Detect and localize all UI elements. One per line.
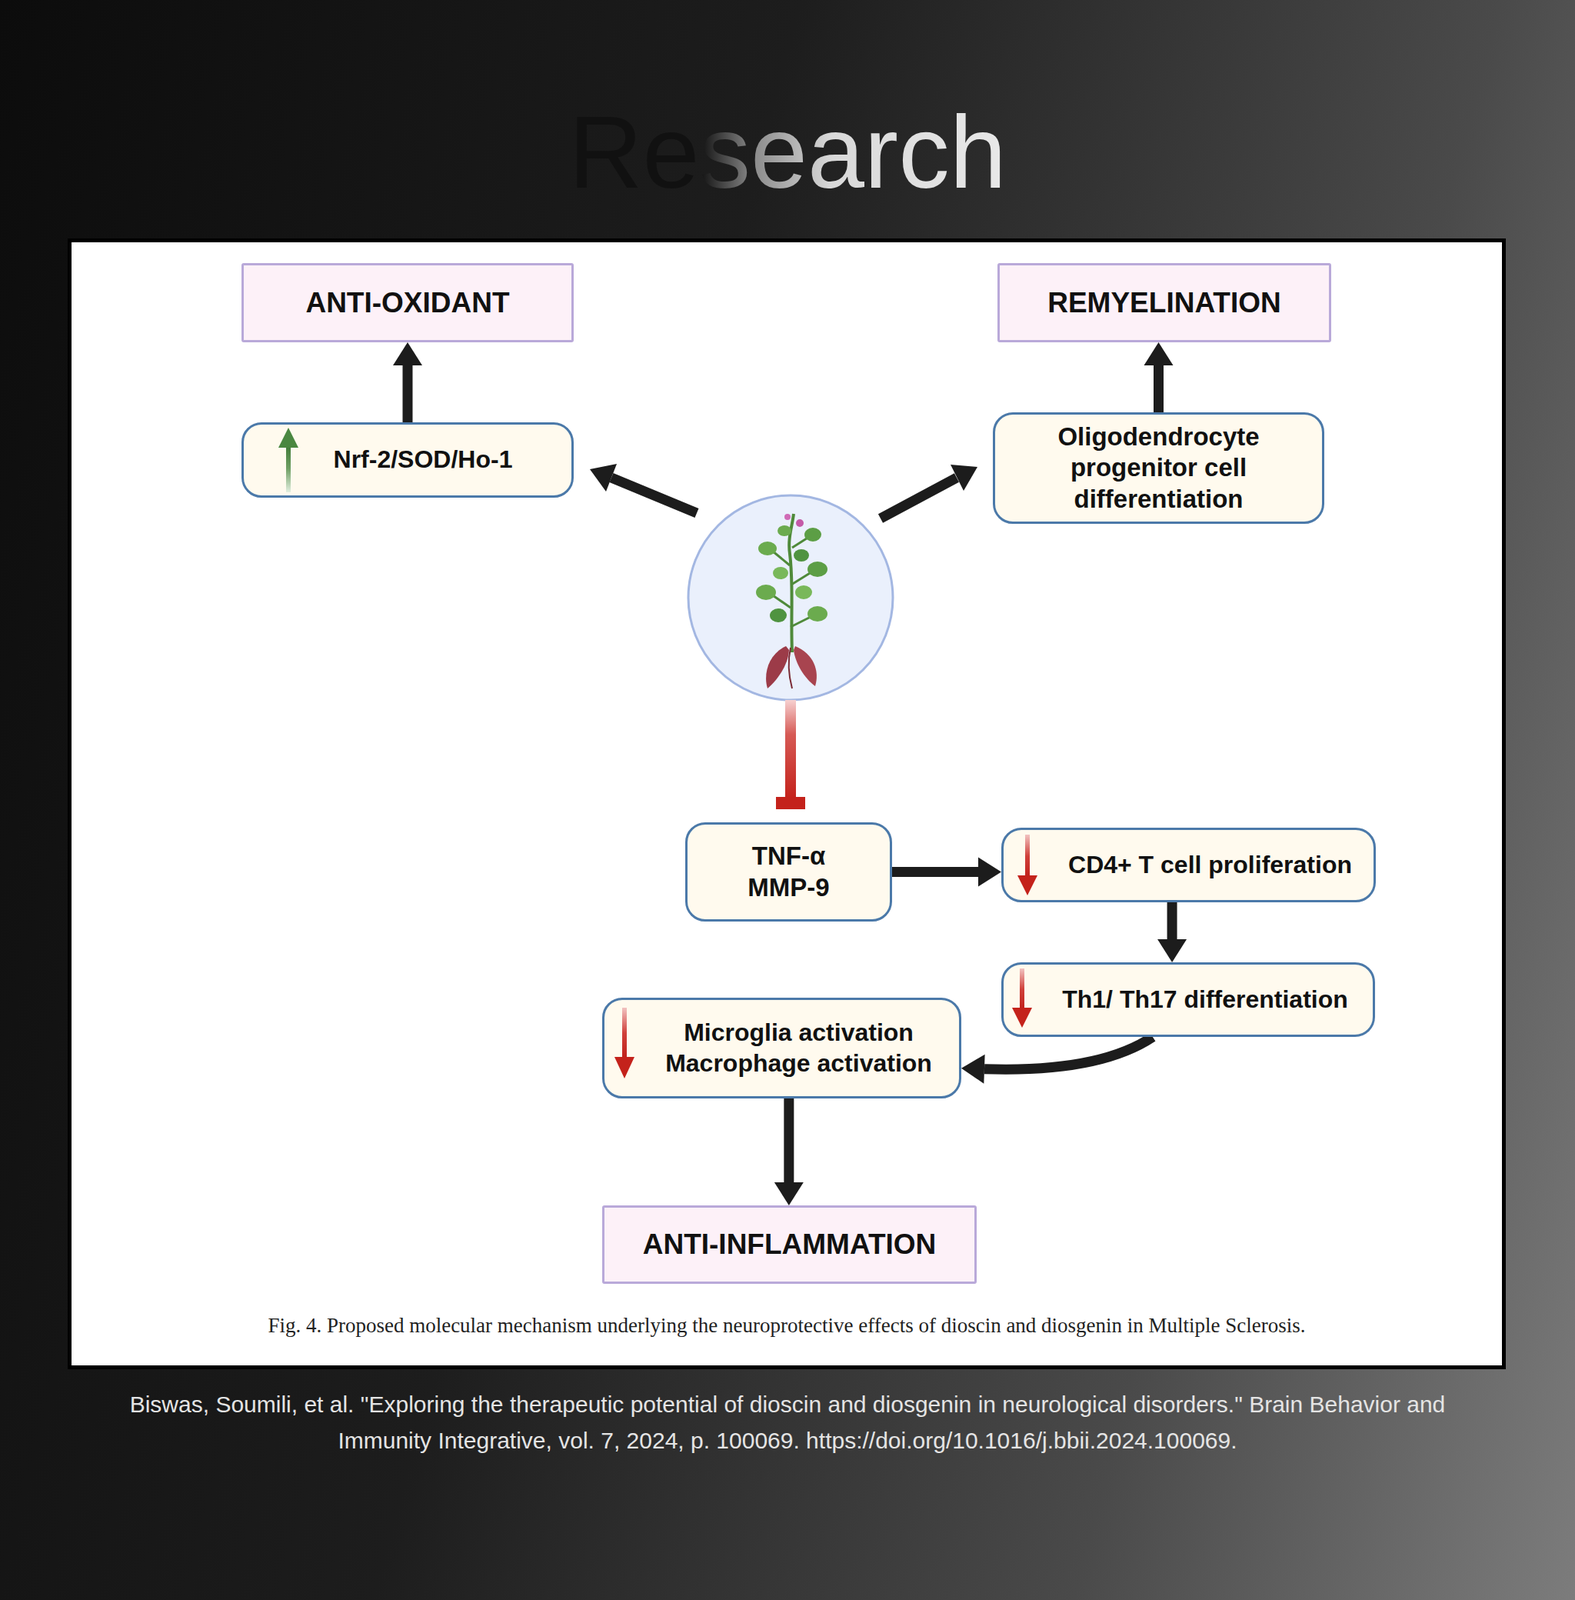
flow-arrow [892, 857, 1002, 887]
leader-arrow [880, 464, 978, 519]
outcome-box: REMYELINATION [997, 263, 1332, 343]
leader-arrow [589, 463, 697, 513]
arrow-line [402, 365, 413, 423]
flow-arrow [1157, 902, 1187, 963]
node-text: Oligodendrocyte progenitor cell differen… [995, 421, 1322, 515]
plant-circle [688, 495, 893, 700]
page-title: Research [0, 90, 1575, 214]
node-text: ANTI-OXIDANT [305, 286, 510, 320]
arrow-line [783, 1098, 794, 1183]
flow-arrow [961, 1036, 1153, 1084]
outcome-box: ANTI-OXIDANT [241, 263, 574, 343]
arrow-line [1167, 902, 1178, 940]
flow-arrow [1144, 342, 1174, 413]
node-text: Microglia activation Macrophage activati… [649, 1017, 949, 1078]
node-text: Nrf-2/SOD/Ho-1 [333, 444, 513, 475]
title-text: Research [568, 95, 1006, 210]
process-box: Oligodendrocyte progenitor cell differen… [992, 412, 1325, 524]
arrow-line [892, 866, 979, 877]
node-text: TNF-α MMP-9 [731, 840, 847, 903]
process-box: Microglia activation Macrophage activati… [602, 997, 962, 1099]
arrow-line [1153, 365, 1164, 413]
process-box: TNF-α MMP-9 [685, 822, 893, 922]
inhibition-bar [775, 699, 806, 810]
figure-caption: Fig. 4. Proposed molecular mechanism und… [67, 1313, 1506, 1338]
node-text: Th1/ Th17 differentiation [1062, 984, 1349, 1015]
plant-illustration [755, 513, 828, 689]
arrow-head [774, 1182, 804, 1206]
node-text: REMYELINATION [1047, 286, 1282, 320]
arrow-head [1157, 939, 1187, 963]
flow-arrow [774, 1098, 804, 1206]
node-text: ANTI-INFLAMMATION [642, 1228, 937, 1261]
arrow-head [392, 342, 423, 366]
arrow-head [1144, 342, 1174, 366]
arrow-head [978, 857, 1002, 887]
citation-note: Biswas, Soumili, et al. "Exploring the t… [84, 1385, 1491, 1459]
process-box: Th1/ Th17 differentiation [1001, 962, 1376, 1037]
node-text: CD4+ T cell proliferation [1068, 849, 1352, 880]
process-box: CD4+ T cell proliferation [1001, 827, 1376, 903]
arrow-line [984, 1036, 1153, 1069]
process-box: Nrf-2/SOD/Ho-1 [241, 422, 574, 498]
outcome-box: ANTI-INFLAMMATION [602, 1205, 977, 1284]
arrow-head [961, 1054, 986, 1084]
flow-arrow [392, 342, 423, 423]
